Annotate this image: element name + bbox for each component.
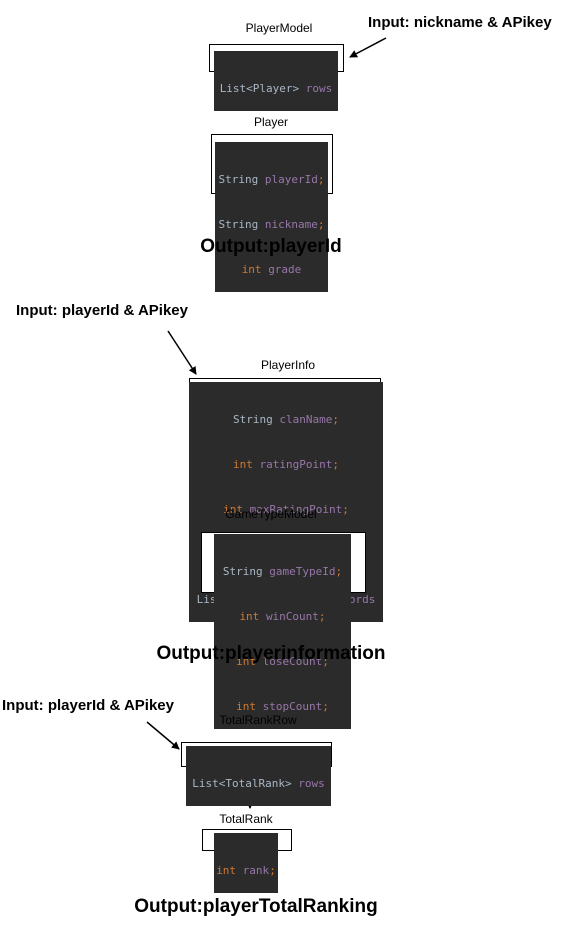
code-line: int rank; (216, 864, 276, 877)
code-line: int grade (241, 263, 302, 276)
model-title: GameTypeModel (225, 507, 317, 521)
code-line: String clanName; (233, 413, 339, 426)
model-title: TotalRank (219, 812, 273, 826)
model-title: PlayerInfo (260, 358, 316, 372)
code-block: int rank; (214, 833, 278, 893)
code-line: List<TotalRank> rows (192, 777, 325, 790)
input-label: Input: playerId & APikey (16, 302, 188, 319)
arrow-input-2 (167, 330, 197, 375)
code-block: String playerId; String nickname; int gr… (215, 142, 328, 292)
model-title: PlayerModel (245, 21, 313, 35)
code-line: int winCount; (239, 610, 326, 623)
code-line: int loseCount; (236, 655, 329, 668)
code-line: String playerId; (218, 173, 325, 186)
arrow-input-1 (349, 37, 387, 58)
code-line: List<Player> rows (219, 82, 333, 95)
code-line: String nickname; (218, 218, 325, 231)
code-block: List<TotalRank> rows (186, 746, 331, 806)
input-label: Input: playerId & APikey (2, 697, 174, 714)
code-block: List<Player> rows (214, 51, 338, 111)
output-label: Output:playerinformation (156, 643, 386, 664)
output-label: Output:playerTotalRanking (134, 896, 378, 917)
code-block: String gameTypeId; int winCount; int los… (214, 534, 351, 729)
model-title: Player (253, 115, 289, 129)
arrow-input-3 (146, 721, 180, 750)
input-label: Input: nickname & APikey (368, 14, 552, 31)
code-line: int ratingPoint; (233, 458, 339, 471)
code-line: int stopCount; (236, 700, 329, 713)
code-line: String gameTypeId; (222, 565, 343, 578)
code-line: int maxRatingPoint; (223, 503, 349, 516)
model-title: TotalRankRow (219, 713, 297, 727)
output-label: Output:playerId (200, 236, 342, 257)
